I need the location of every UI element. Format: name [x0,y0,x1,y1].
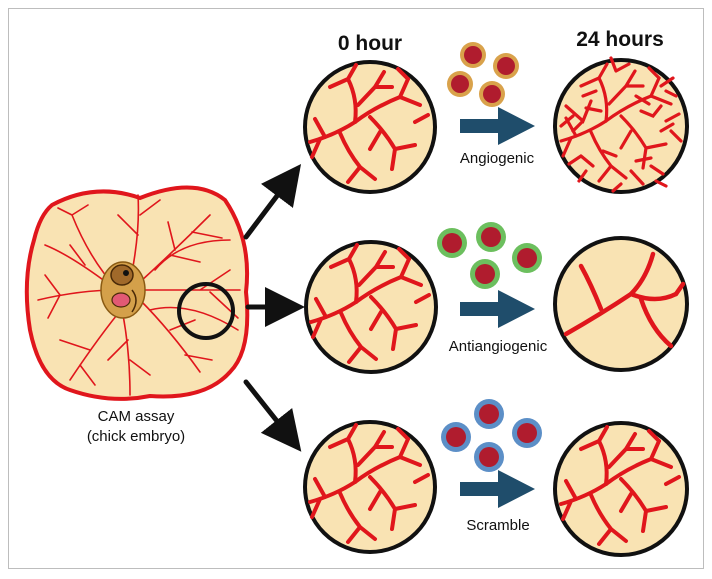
row-antiangiogenic: Antiangiogenic [304,222,689,374]
treatment-arrow-angiogenic [460,107,535,145]
nanoparticle-icon [512,243,542,273]
cam-label-line1: CAM assay [98,408,175,425]
figure-frame [8,8,704,569]
particles-angiogenic [447,42,519,107]
dish-0h-scramble [303,420,437,554]
row-scramble: Scramble [303,399,689,557]
treatment-label-scramble: Scramble [466,517,529,534]
treatment-label-antiangiogenic: Antiangiogenic [449,338,548,355]
nanoparticle-icon [441,422,471,452]
dish-0h-angiogenic [303,60,437,194]
cam-egg [24,185,250,401]
column-header-0h: 0 hour [338,32,402,55]
nanoparticle-icon [512,418,542,448]
selection-circle [177,282,235,340]
nanoparticle-icon [447,71,473,97]
treatment-arrow-scramble [460,470,535,508]
arrow-to-row3 [243,379,302,452]
nanoparticle-icon [493,53,519,79]
chick-embryo-icon [100,261,146,319]
dish-24h-scramble [553,421,689,557]
branch-arrows [243,164,305,452]
dish-24h-antiangiogenic [553,236,689,372]
cam-label-line2: (chick embryo) [87,428,185,445]
particles-scramble [441,399,542,472]
nanoparticle-icon [470,259,500,289]
treatment-arrow-antiangiogenic [460,290,535,328]
particles-antiangiogenic [437,222,542,289]
nanoparticle-icon [460,42,486,68]
nanoparticle-icon [476,222,506,252]
dish-24h-angiogenic [553,58,689,194]
nanoparticle-icon [474,442,504,472]
treatment-label-angiogenic: Angiogenic [460,150,535,167]
nanoparticle-icon [474,399,504,429]
column-header-24h: 24 hours [576,28,664,51]
egg-vessel-network [37,194,241,396]
nanoparticle-icon [437,228,467,258]
nanoparticle-icon [479,81,505,107]
arrow-to-row1 [243,164,302,240]
row-angiogenic: Angiogenic [303,42,689,194]
dish-0h-antiangiogenic [304,240,438,374]
